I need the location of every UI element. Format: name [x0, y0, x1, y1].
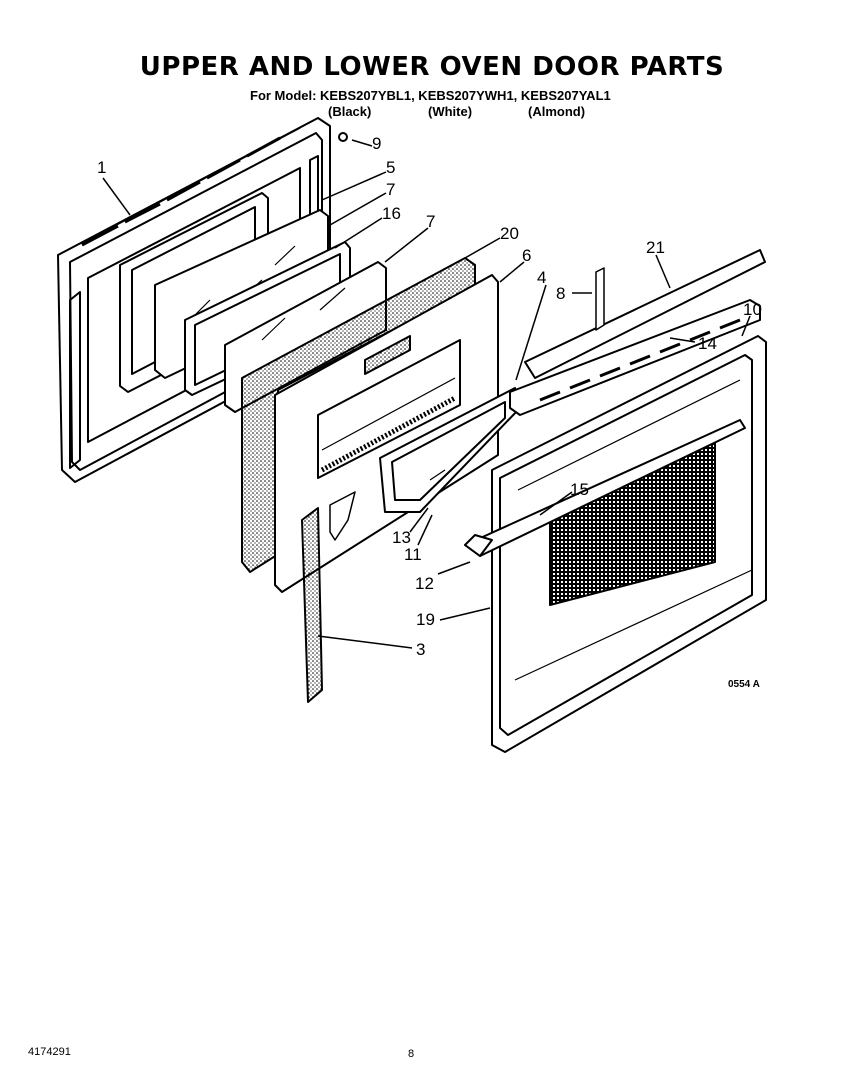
- lower-window-frame: [379, 387, 519, 513]
- top-trim: [524, 249, 766, 379]
- callout-4: 4: [537, 268, 547, 287]
- hinge-channel: [301, 507, 323, 703]
- callout-9: 9: [372, 134, 382, 153]
- callout-14: 14: [698, 334, 717, 353]
- callout-6: 6: [522, 246, 532, 265]
- callout-8: 8: [556, 284, 566, 303]
- callout-19: 19: [416, 610, 435, 629]
- callout-15: 15: [570, 480, 589, 499]
- color-white: (White): [428, 104, 473, 119]
- callout-1: 1: [97, 158, 107, 177]
- figure-code: 0554 A: [728, 679, 760, 690]
- callout-16: 16: [382, 204, 401, 223]
- callout-13: 13: [392, 528, 411, 547]
- vent-strip: [509, 299, 761, 416]
- callout-11: 11: [404, 545, 422, 564]
- callout-7: 7: [426, 212, 436, 231]
- callout-20: 20: [500, 224, 519, 243]
- page-title: UPPER AND LOWER OVEN DOOR PARTS: [139, 52, 725, 82]
- color-almond: (Almond): [528, 104, 586, 119]
- callout-7: 7: [386, 180, 396, 199]
- callout-10: 10: [743, 300, 762, 319]
- callout-3: 3: [416, 640, 426, 659]
- color-black: (Black): [328, 104, 372, 119]
- callout-21: 21: [646, 238, 665, 257]
- door-handle: [464, 419, 746, 557]
- page-number: 8: [408, 1048, 415, 1060]
- document-number: 4174291: [28, 1046, 71, 1058]
- callout-5: 5: [386, 158, 396, 177]
- callout-12: 12: [415, 574, 434, 593]
- model-line: For Model: KEBS207YBL1, KEBS207YWH1, KEB…: [250, 88, 611, 103]
